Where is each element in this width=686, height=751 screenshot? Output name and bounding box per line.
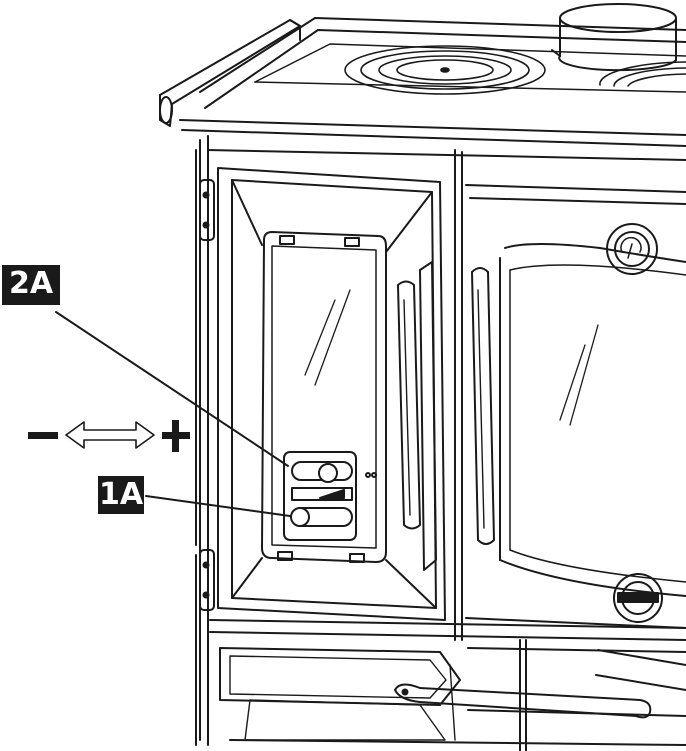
callout-label-2a: 2A	[2, 265, 60, 305]
minus-icon	[28, 432, 58, 439]
callout-leader-1a	[145, 495, 291, 517]
ash-drawer	[219, 639, 686, 751]
adjust-indicator	[28, 420, 190, 452]
burner-left	[344, 45, 546, 95]
cooktop	[179, 17, 686, 147]
side-rail	[159, 19, 301, 127]
double-arrow-icon	[65, 421, 155, 449]
air-regulator	[283, 451, 377, 541]
stove-body	[195, 135, 686, 746]
oven-door	[465, 184, 686, 629]
burner-right	[599, 61, 686, 87]
door-handle-left	[397, 261, 437, 571]
fire-door	[217, 167, 446, 621]
callout-leader-2a	[55, 311, 289, 467]
hinges	[199, 179, 215, 611]
plus-icon	[162, 420, 190, 452]
thermometer-dial-icon	[606, 223, 658, 275]
brand-badge	[613, 573, 663, 623]
callout-label-1a: 1A	[98, 476, 144, 514]
flue-pipe	[551, 3, 677, 72]
